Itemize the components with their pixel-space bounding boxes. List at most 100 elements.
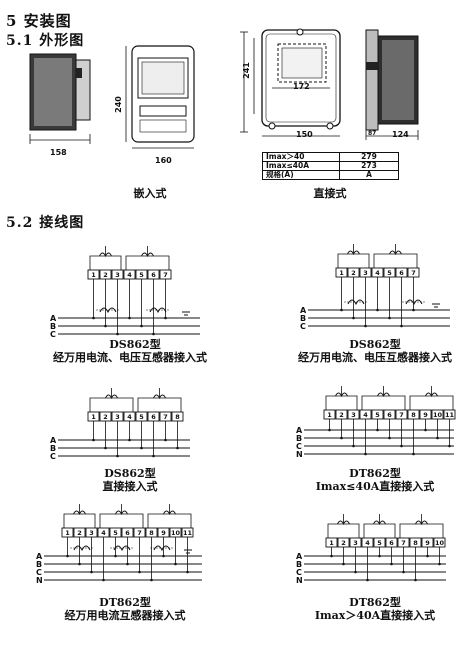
junction-dot bbox=[340, 308, 343, 312]
junction-dot bbox=[92, 316, 95, 320]
junction-dot bbox=[116, 332, 119, 336]
d2-desc: 经万用电流、电压互感器接入式 bbox=[298, 351, 452, 364]
terminal-number: 7 bbox=[163, 413, 168, 421]
terminal-number: 8 bbox=[413, 539, 418, 547]
junction-dot bbox=[448, 444, 451, 448]
terminal-number: 6 bbox=[151, 413, 156, 421]
direct-inner-width-dim: 172 bbox=[293, 82, 310, 91]
junction-dot bbox=[412, 308, 415, 312]
junction-dot bbox=[412, 452, 415, 456]
junction-dot bbox=[424, 428, 427, 432]
d5-model: DT862型 bbox=[99, 596, 151, 609]
junction-dot bbox=[436, 436, 439, 440]
phase-label: C bbox=[300, 322, 306, 331]
junction-dot bbox=[400, 324, 403, 328]
terminal-number: 10 bbox=[435, 539, 445, 547]
terminal-number: 11 bbox=[183, 529, 193, 537]
embedded-front-view bbox=[125, 45, 195, 149]
spec-value: A bbox=[339, 170, 399, 180]
terminal-number: 9 bbox=[161, 529, 166, 537]
terminal-number: 5 bbox=[377, 539, 382, 547]
current-transformer bbox=[149, 307, 167, 314]
junction-dot bbox=[176, 446, 179, 450]
coil-wire bbox=[89, 397, 134, 412]
phase-label: B bbox=[296, 560, 302, 569]
coil-wire bbox=[327, 523, 360, 538]
terminal-number: 10 bbox=[433, 411, 443, 419]
junction-dot bbox=[366, 578, 369, 582]
caption-embedded: 嵌入式 bbox=[133, 187, 167, 200]
junction-dot bbox=[400, 444, 403, 448]
terminal-number: 7 bbox=[137, 529, 142, 537]
direct-side-view bbox=[365, 29, 419, 140]
terminal-number: 1 bbox=[329, 539, 334, 547]
d4-desc: Imax≤40A直接接入式 bbox=[315, 480, 435, 493]
coil-wire bbox=[147, 513, 192, 528]
phase-label: B bbox=[50, 444, 56, 453]
coil-wire bbox=[363, 523, 396, 538]
terminal-number: 2 bbox=[341, 539, 346, 547]
section-title: 5 安装图 bbox=[6, 12, 72, 30]
junction-dot bbox=[104, 446, 107, 450]
junction-dot bbox=[150, 578, 153, 582]
current-transformer bbox=[405, 299, 423, 306]
terminal-number: 3 bbox=[351, 411, 356, 419]
phase-label: B bbox=[50, 322, 56, 331]
junction-dot bbox=[330, 554, 333, 558]
phase-label: N bbox=[36, 576, 43, 585]
coil-wire bbox=[337, 253, 370, 268]
phase-label: N bbox=[296, 576, 303, 585]
junction-dot bbox=[378, 554, 381, 558]
terminal-number: 8 bbox=[411, 411, 416, 419]
terminal-number: 11 bbox=[445, 411, 455, 419]
direct-depth-small-dim: 87 bbox=[368, 130, 377, 137]
current-transformer bbox=[73, 545, 91, 552]
terminal-number: 4 bbox=[127, 271, 132, 279]
terminal-number: 4 bbox=[127, 413, 132, 421]
current-transformer bbox=[99, 307, 117, 314]
junction-dot bbox=[328, 428, 331, 432]
terminal-number: 7 bbox=[163, 271, 168, 279]
direct-depth-dim: 124 bbox=[392, 130, 409, 139]
junction-dot bbox=[364, 324, 367, 328]
phase-label: B bbox=[296, 434, 302, 443]
terminal-number: 5 bbox=[139, 271, 144, 279]
terminal-number: 9 bbox=[425, 539, 430, 547]
phase-label: C bbox=[50, 330, 56, 339]
terminal-number: 7 bbox=[401, 539, 406, 547]
coil-wire bbox=[99, 513, 144, 528]
junction-dot bbox=[164, 438, 167, 442]
d1-model: DS862型 bbox=[109, 338, 161, 351]
terminal-number: 3 bbox=[115, 271, 120, 279]
junction-dot bbox=[104, 324, 107, 328]
junction-dot bbox=[138, 570, 141, 574]
subsection-wiring-title: 5.2 接线图 bbox=[6, 215, 85, 231]
junction-dot bbox=[364, 452, 367, 456]
terminal-number: 9 bbox=[423, 411, 428, 419]
junction-dot bbox=[90, 570, 93, 574]
d2-model: DS862型 bbox=[349, 338, 401, 351]
phase-label: N bbox=[296, 450, 303, 459]
junction-dot bbox=[92, 438, 95, 442]
front-height-dim: 240 bbox=[113, 96, 123, 113]
terminal-number: 6 bbox=[387, 411, 392, 419]
junction-dot bbox=[388, 316, 391, 320]
terminal-number: 3 bbox=[89, 529, 94, 537]
coil-wire bbox=[399, 523, 444, 538]
junction-dot bbox=[354, 570, 357, 574]
d1-desc: 经万用电流、电压互感器接入式 bbox=[53, 351, 207, 364]
coil-wire bbox=[125, 255, 170, 270]
caption-direct: 直接式 bbox=[313, 187, 347, 200]
d3-model: DS862型 bbox=[104, 467, 156, 480]
junction-dot bbox=[342, 562, 345, 566]
terminal-number: 6 bbox=[389, 539, 394, 547]
direct-height-dim: 241 bbox=[241, 62, 251, 79]
junction-dot bbox=[126, 562, 129, 566]
junction-dot bbox=[390, 562, 393, 566]
junction-dot bbox=[376, 308, 379, 312]
coil-wire bbox=[89, 255, 122, 270]
